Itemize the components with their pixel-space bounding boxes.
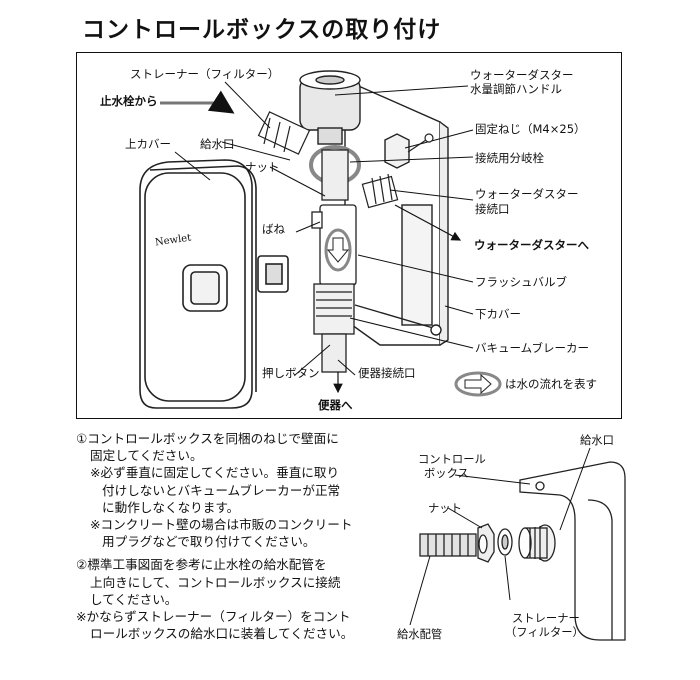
instruction-line: してください。 xyxy=(90,591,178,607)
label-waterduster-handle-1: ウォーターダスター xyxy=(470,68,574,82)
label-to-toilet: 便器へ xyxy=(318,398,353,412)
strainer-inlet xyxy=(257,111,311,155)
instruction-line: に動作しなくなります。 xyxy=(102,499,240,515)
sub-label-strainer-2: （フィルター） xyxy=(505,626,584,639)
page-title: コントロールボックスの取り付け xyxy=(82,17,442,43)
label-from-stop-valve: 止水栓から xyxy=(100,94,158,108)
label-to-waterduster: ウォーターダスターへ xyxy=(474,238,589,252)
label-spring: ばね xyxy=(262,222,285,236)
label-upper-cover: 上カバー xyxy=(125,137,171,151)
label-flush-valve: フラッシュバルブ xyxy=(475,275,567,289)
sub-label-nut: ナット xyxy=(428,502,462,515)
sub-label-control-box-2: ボックス xyxy=(424,467,469,480)
label-nut: ナット xyxy=(245,160,280,174)
supply-port-fitting xyxy=(518,524,556,562)
handle-icon xyxy=(299,70,361,145)
nut-icon xyxy=(477,523,495,563)
label-strainer: ストレーナー（フィルター） xyxy=(130,67,280,81)
instruction-line: 固定してください。 xyxy=(90,448,203,464)
instruction-line: ②標準工事図面を参考に止水栓の給水配管を xyxy=(76,557,327,573)
strainer-icon xyxy=(497,528,513,556)
label-toilet-connection: 便器接続口 xyxy=(358,366,416,380)
instruction-line: ①コントロールボックスを同梱のねじで壁面に xyxy=(76,431,339,446)
label-supply-port: 給水口 xyxy=(200,137,235,151)
label-vacuum-breaker: バキュームブレーカー xyxy=(475,341,589,355)
sub-label-supply-pipe: 給水配管 xyxy=(397,628,443,641)
instruction-line: 付けしないとバキュームブレーカーが正常 xyxy=(102,482,341,498)
label-push-button: 押しボタン xyxy=(262,366,320,380)
instruction-line: 用プラグなどで取り付けてください。 xyxy=(102,534,316,550)
flow-legend-icon xyxy=(454,371,502,397)
sub-label-strainer-1: ストレーナー xyxy=(512,612,580,625)
sub-label-control-box-1: コントロール xyxy=(418,453,486,466)
label-waterduster-port-1: ウォーターダスター xyxy=(475,187,579,201)
instructions: ①コントロールボックスを同梱のねじで壁面に 固定してください。 ※必ず垂直に固定… xyxy=(76,430,406,642)
instruction-line: 上向きにして、コントロールボックスに接続 xyxy=(90,574,341,590)
label-branch-plug: 接続用分岐栓 xyxy=(475,151,544,165)
branch-plug xyxy=(309,145,361,201)
instruction-line: ※かならずストレーナー（フィルター）をコント xyxy=(76,609,351,625)
label-fixing-screw: 固定ねじ（M4×25） xyxy=(475,122,586,136)
waterduster-port xyxy=(361,173,399,209)
instruction-line: ※必ず垂直に固定してください。垂直に取り xyxy=(90,465,340,481)
upper-cover xyxy=(139,159,289,409)
flow-arrow-icon xyxy=(324,228,352,272)
sub-label-supply-port: 給水口 xyxy=(580,434,614,447)
instruction-line: ロールボックスの給水口に装着してください。 xyxy=(90,626,354,642)
label-lower-cover: 下カバー xyxy=(475,307,521,321)
label-waterduster-handle-2: 水量調節ハンドル xyxy=(470,82,562,96)
supply-pipe-icon xyxy=(419,533,477,557)
screw-icon xyxy=(407,133,434,153)
instruction-line: ※コンクリート壁の場合は市販のコンクリート xyxy=(90,517,353,533)
label-flow-legend: は水の流れを表す xyxy=(505,377,597,391)
main-diagram-frame xyxy=(76,52,622,419)
label-waterduster-port-2: 接続口 xyxy=(475,202,510,216)
